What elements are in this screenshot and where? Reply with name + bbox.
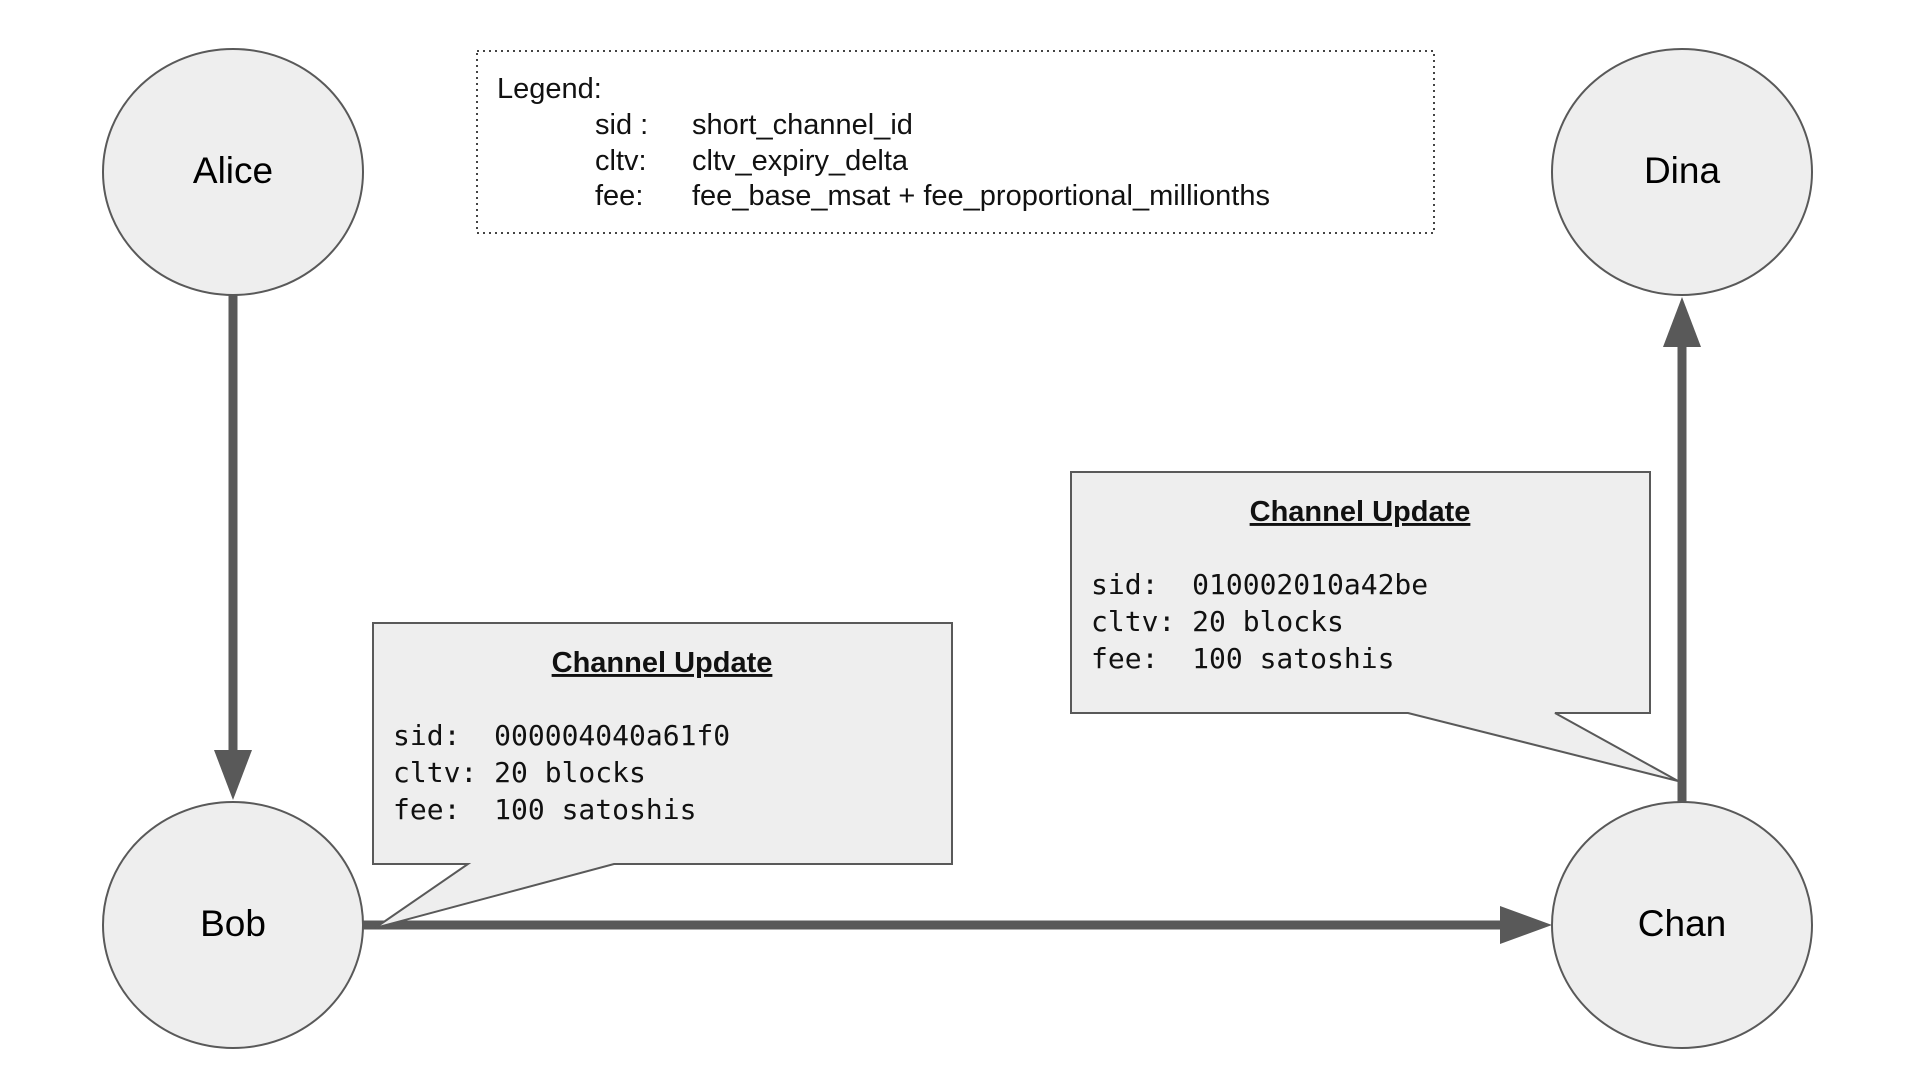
node-chan: Chan bbox=[1551, 801, 1813, 1049]
node-dina: Dina bbox=[1551, 48, 1813, 296]
arrowhead-to-bob bbox=[214, 750, 252, 800]
node-alice-label: Alice bbox=[193, 150, 273, 191]
callout-chan-dina-cltv: cltv: 20 blocks bbox=[1091, 605, 1344, 638]
legend-value-cltv: cltv_expiry_delta bbox=[692, 145, 909, 177]
callout-bob-chan: Channel Update sid: 000004040a61f0 cltv:… bbox=[372, 622, 953, 929]
node-bob-circle bbox=[102, 801, 364, 1049]
node-alice-circle bbox=[102, 48, 364, 296]
legend: Legend: sid : short_channel_id cltv: clt… bbox=[476, 50, 1435, 234]
node-dina-label: Dina bbox=[1644, 150, 1721, 191]
callout-bob-chan-cltv: cltv: 20 blocks bbox=[393, 756, 646, 789]
node-alice: Alice bbox=[102, 48, 364, 296]
node-chan-label: Chan bbox=[1638, 903, 1726, 944]
legend-title: Legend: bbox=[497, 73, 602, 105]
node-dina-circle bbox=[1551, 48, 1813, 296]
legend-value-sid: short_channel_id bbox=[692, 109, 913, 141]
callout-bob-chan-fee: fee: 100 satoshis bbox=[393, 793, 696, 826]
arrowhead-to-dina bbox=[1663, 297, 1701, 347]
callout-chan-dina-fee: fee: 100 satoshis bbox=[1091, 642, 1394, 675]
legend-key-fee: fee: bbox=[595, 180, 643, 212]
legend-box bbox=[476, 50, 1435, 234]
arrowhead-to-chan bbox=[1500, 906, 1552, 944]
callout-bob-chan-sid: sid: 000004040a61f0 bbox=[393, 719, 730, 752]
node-chan-circle bbox=[1551, 801, 1813, 1049]
callout-chan-dina: Channel Update sid: 010002010a42be cltv:… bbox=[1070, 471, 1679, 782]
callout-bob-chan-title: Channel Update bbox=[552, 647, 773, 679]
callout-chan-dina-title: Channel Update bbox=[1250, 496, 1471, 528]
legend-key-sid: sid : bbox=[595, 109, 648, 141]
callout-chan-dina-shape bbox=[1070, 471, 1679, 782]
edges bbox=[214, 295, 1701, 944]
node-bob: Bob bbox=[102, 801, 364, 1049]
node-bob-label: Bob bbox=[200, 903, 266, 944]
legend-key-cltv: cltv: bbox=[595, 145, 647, 177]
legend-value-fee: fee_base_msat + fee_proportional_million… bbox=[692, 180, 1270, 212]
callout-chan-dina-sid: sid: 010002010a42be bbox=[1091, 568, 1428, 601]
callout-bob-chan-shape bbox=[372, 622, 953, 929]
